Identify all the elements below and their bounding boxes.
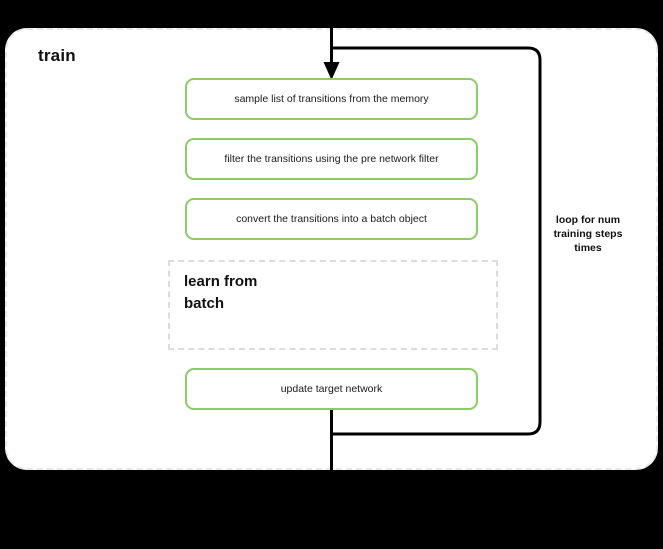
step-node-sample-transitions[interactable]: sample list of transitions from the memo… <box>185 78 478 120</box>
loop-label-line-2: training steps <box>553 227 623 240</box>
learn-from-batch-subgraph[interactable]: learn from batch <box>168 260 498 350</box>
learn-label-line-2: batch <box>184 294 225 312</box>
learn-from-batch-label: learn from batch <box>184 271 334 315</box>
page-title: train <box>38 46 76 65</box>
loop-edge-label: loop for num training steps times <box>546 214 630 256</box>
entry-arrowhead <box>323 62 340 80</box>
loop-back-path <box>331 46 542 436</box>
learn-label-line-1: learn from <box>184 273 258 290</box>
step-node-convert-to-batch[interactable]: convert the transitions into a batch obj… <box>185 198 478 240</box>
loop-label-line-1: loop for num <box>555 214 621 226</box>
step-node-update-target-network[interactable]: update target network <box>185 368 478 410</box>
loop-label-line-3: times <box>574 241 602 254</box>
step-node-filter-transitions[interactable]: filter the transitions using the pre net… <box>185 138 478 180</box>
